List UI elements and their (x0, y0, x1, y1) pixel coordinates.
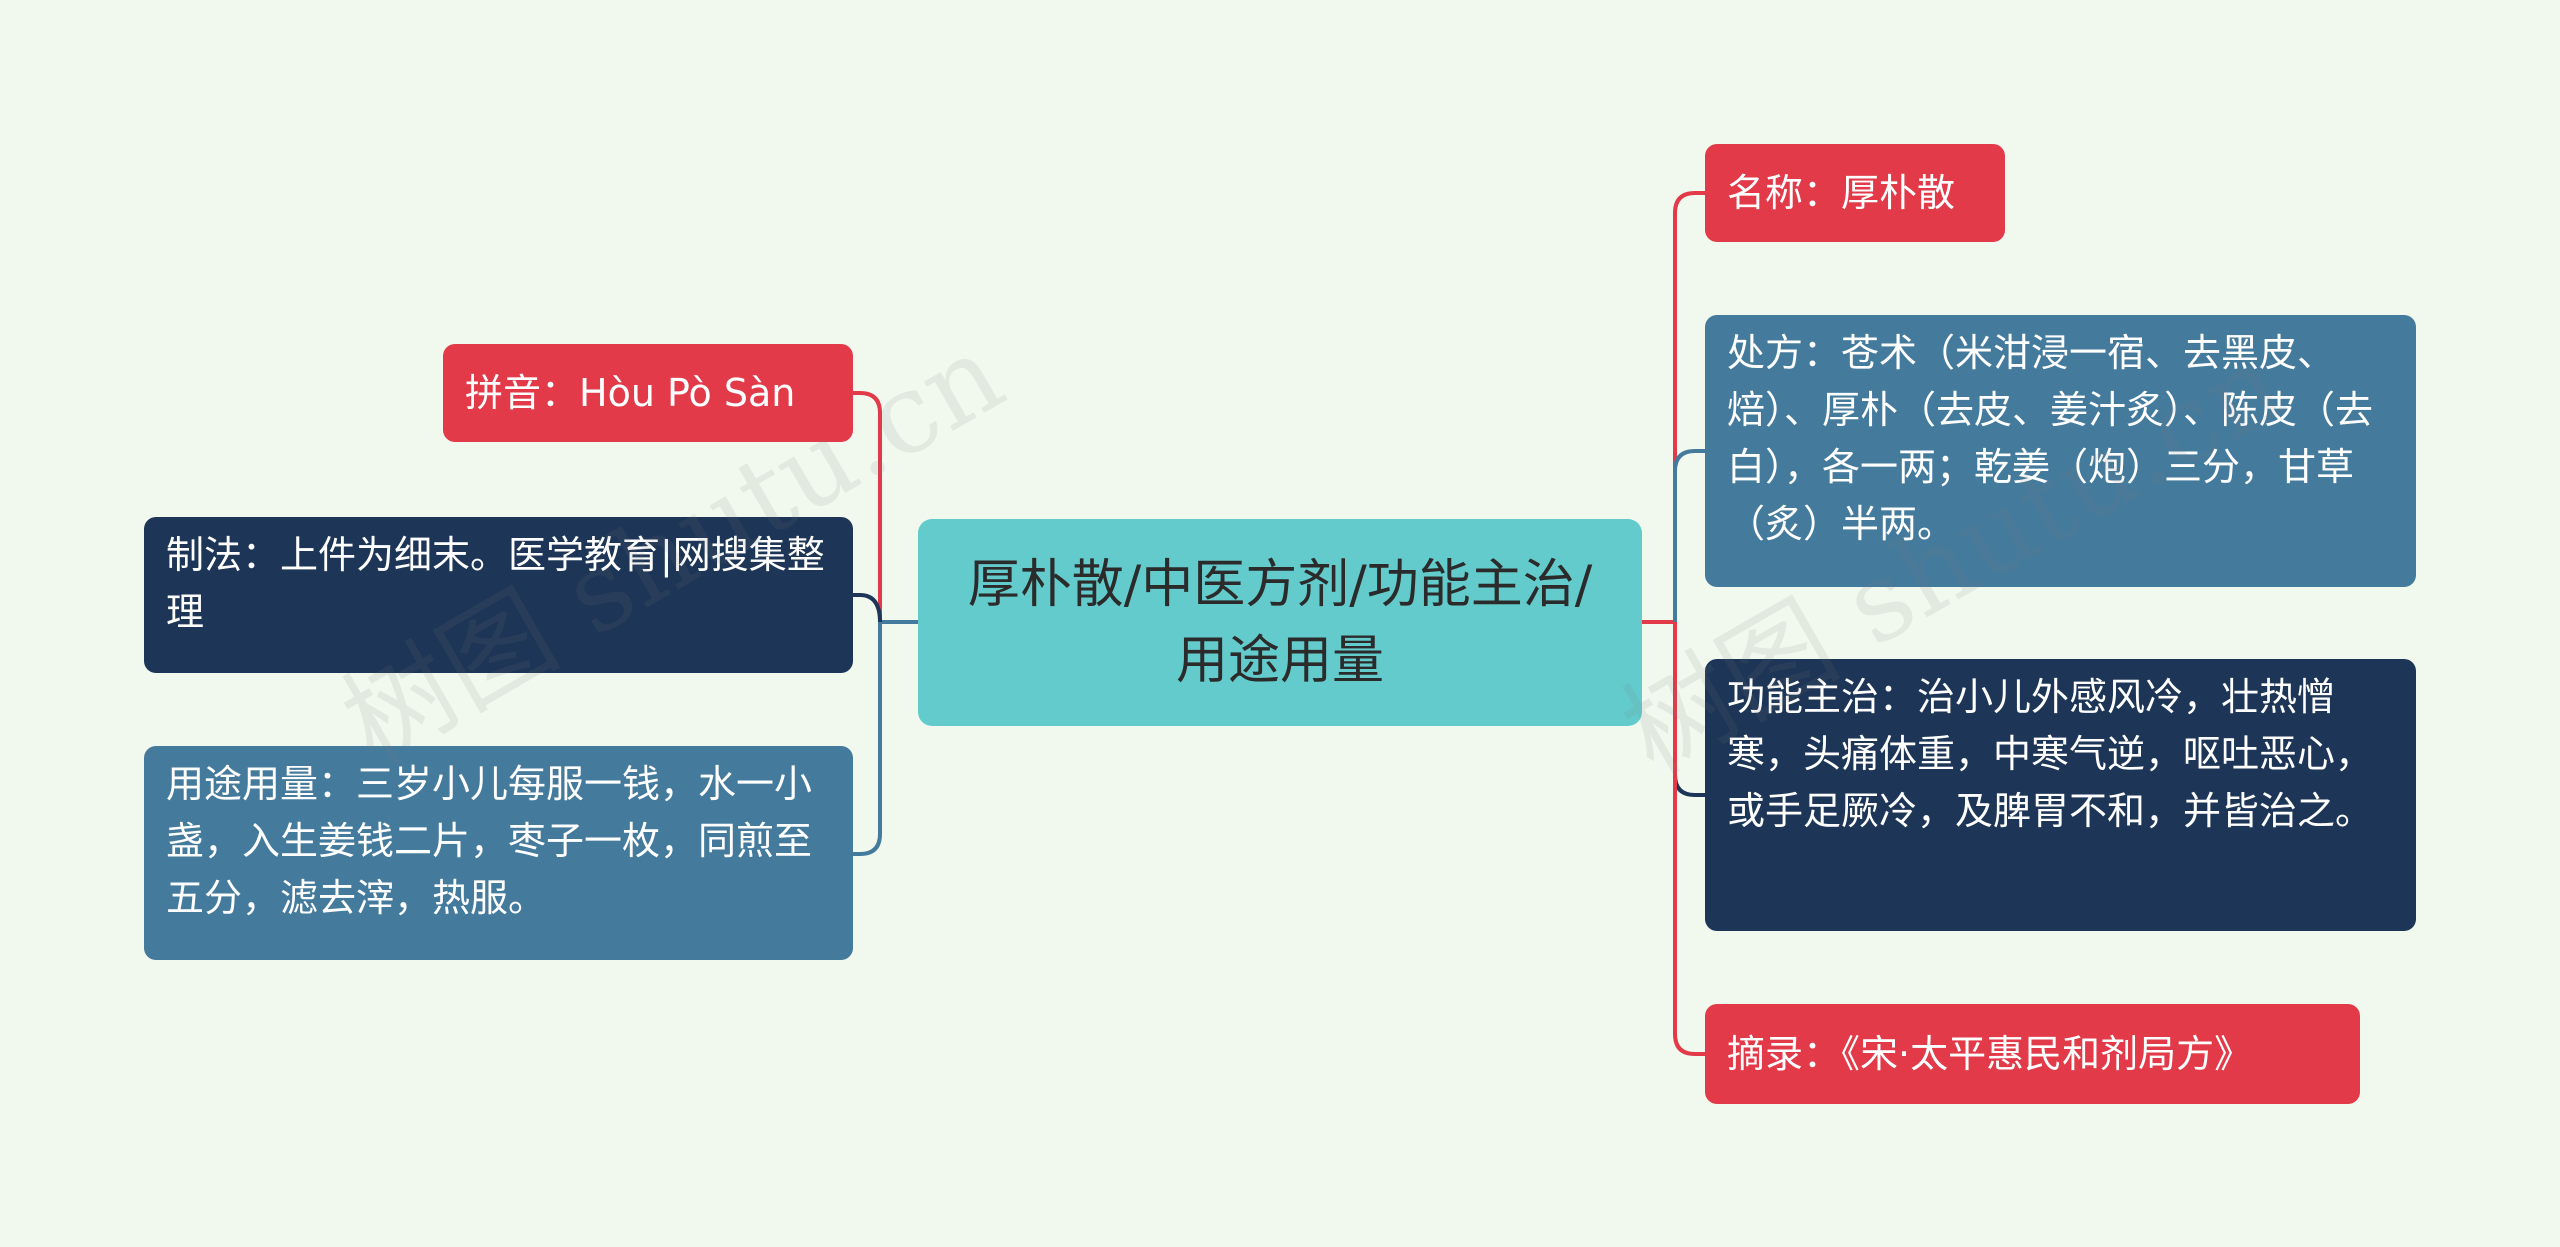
central-topic-label: 厚朴散/中医方剂/功能主治/用途用量 (967, 554, 1593, 691)
topic-indications[interactable]: 功能主治：治小儿外感风冷，壮热憎寒，头痛体重，中寒气逆，呕吐恶心，或手足厥冷，及… (1705, 659, 2416, 931)
topic-prescription-label: 处方：苍术（米泔浸一宿、去黑皮、焙）、厚朴（去皮、姜汁炙）、陈皮（去白），各一两… (1727, 331, 2374, 546)
topic-name[interactable]: 名称：厚朴散 (1705, 144, 2005, 242)
topic-name-label: 名称：厚朴散 (1727, 170, 1956, 215)
topic-source-label: 摘录：《宋·太平惠民和剂局方》 (1727, 1031, 2253, 1076)
central-topic[interactable]: 厚朴散/中医方剂/功能主治/用途用量 (918, 519, 1642, 726)
topic-preparation[interactable]: 制法：上件为细末。医学教育|网搜集整理 (144, 517, 853, 673)
connector-prescription (1673, 449, 1705, 622)
connector-name (1673, 191, 1705, 622)
connector-source (1673, 622, 1705, 1056)
connector-preparation (853, 593, 882, 623)
topic-prescription[interactable]: 处方：苍术（米泔浸一宿、去黑皮、焙）、厚朴（去皮、姜汁炙）、陈皮（去白），各一两… (1705, 315, 2416, 587)
topic-indications-label: 功能主治：治小儿外感风冷，壮热憎寒，头痛体重，中寒气逆，呕吐恶心，或手足厥冷，及… (1727, 675, 2374, 833)
topic-source[interactable]: 摘录：《宋·太平惠民和剂局方》 (1705, 1004, 2360, 1104)
topic-pinyin-label: 拼音：Hòu Pò Sàn (465, 370, 796, 415)
topic-pinyin[interactable]: 拼音：Hòu Pò Sàn (443, 344, 853, 442)
connector-pinyin (853, 391, 882, 622)
topic-usage-label: 用途用量：三岁小儿每服一钱，水一小盏，入生姜钱二片，枣子一枚，同煎至五分，滤去滓… (166, 762, 813, 920)
topic-preparation-label: 制法：上件为细末。医学教育|网搜集整理 (166, 533, 825, 634)
topic-usage[interactable]: 用途用量：三岁小儿每服一钱，水一小盏，入生姜钱二片，枣子一枚，同煎至五分，滤去滓… (144, 746, 853, 960)
connector-usage (853, 622, 882, 856)
connector-indications (1673, 622, 1705, 797)
